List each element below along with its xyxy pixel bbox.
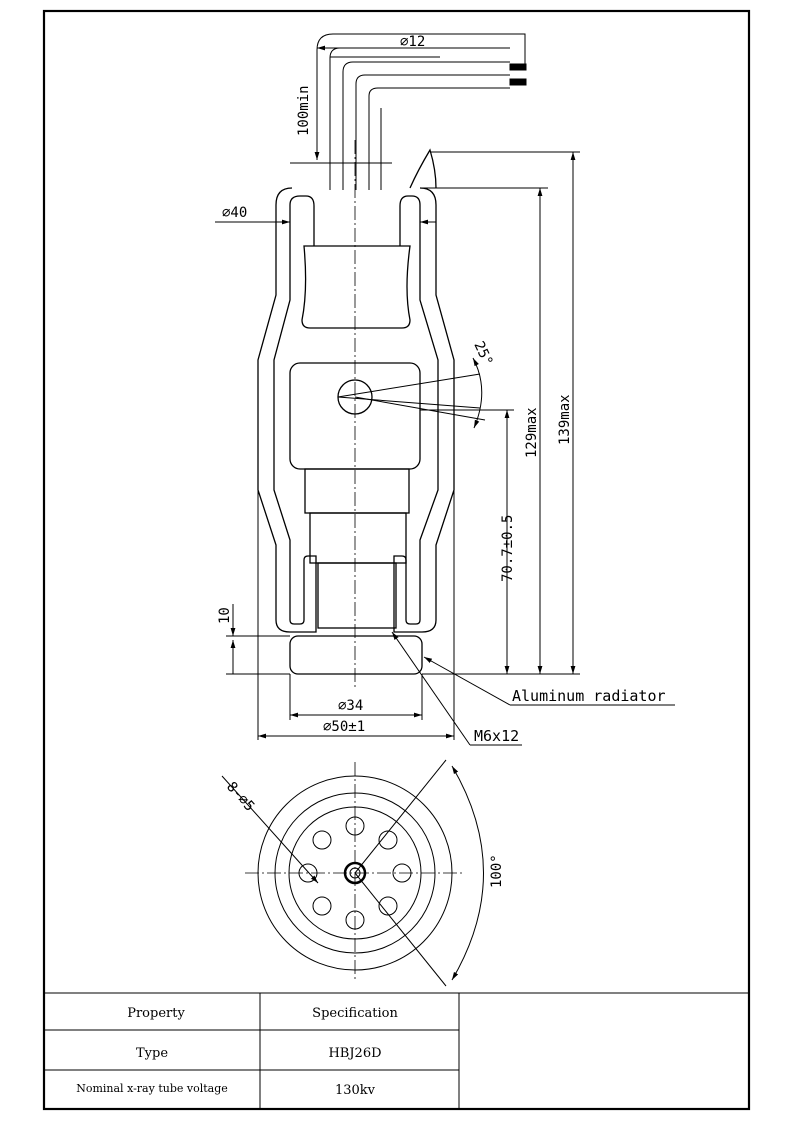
thread-callout: M6x12 — [474, 727, 519, 745]
body-diameter-label: ⌀40 — [222, 205, 247, 221]
spec-table: Property Specification Type HBJ26D Nomin… — [44, 992, 749, 1109]
table-cell: Nominal x-ray tube voltage — [76, 1082, 228, 1095]
cable-bundle — [290, 33, 527, 190]
outer-diameter-label: ⌀50±1 — [323, 719, 365, 735]
bottom-angle-label: 100° — [489, 854, 505, 888]
cable-length-label: 100min — [296, 85, 312, 136]
table-cell: HBJ26D — [328, 1046, 381, 1061]
aluminum-radiator — [289, 635, 423, 675]
table-cell: Type — [136, 1046, 168, 1061]
height-139-label: 139max — [557, 394, 573, 445]
insulator-block — [301, 245, 411, 329]
angle-label: 25° — [470, 339, 495, 369]
table-cell: 130kv — [335, 1083, 376, 1098]
focal-height-label: 70.7±0.5 — [500, 515, 516, 582]
bottom-view: 8-⌀5 100° — [221, 759, 505, 987]
inner-diameter-label: ⌀34 — [338, 698, 363, 714]
side-view: ⌀12 100min ⌀40 25° 139max 129max 70.7±0.… — [215, 33, 675, 746]
cable-diameter-label: ⌀12 — [400, 34, 425, 50]
base-height-label: 10 — [217, 607, 233, 624]
height-129-label: 129max — [524, 407, 540, 458]
drawing-frame — [42, 9, 751, 1111]
table-header-specification: Specification — [312, 1006, 398, 1021]
radiator-callout: Aluminum radiator — [512, 687, 666, 705]
tube-housing — [257, 187, 317, 633]
table-header-property: Property — [127, 1006, 185, 1021]
